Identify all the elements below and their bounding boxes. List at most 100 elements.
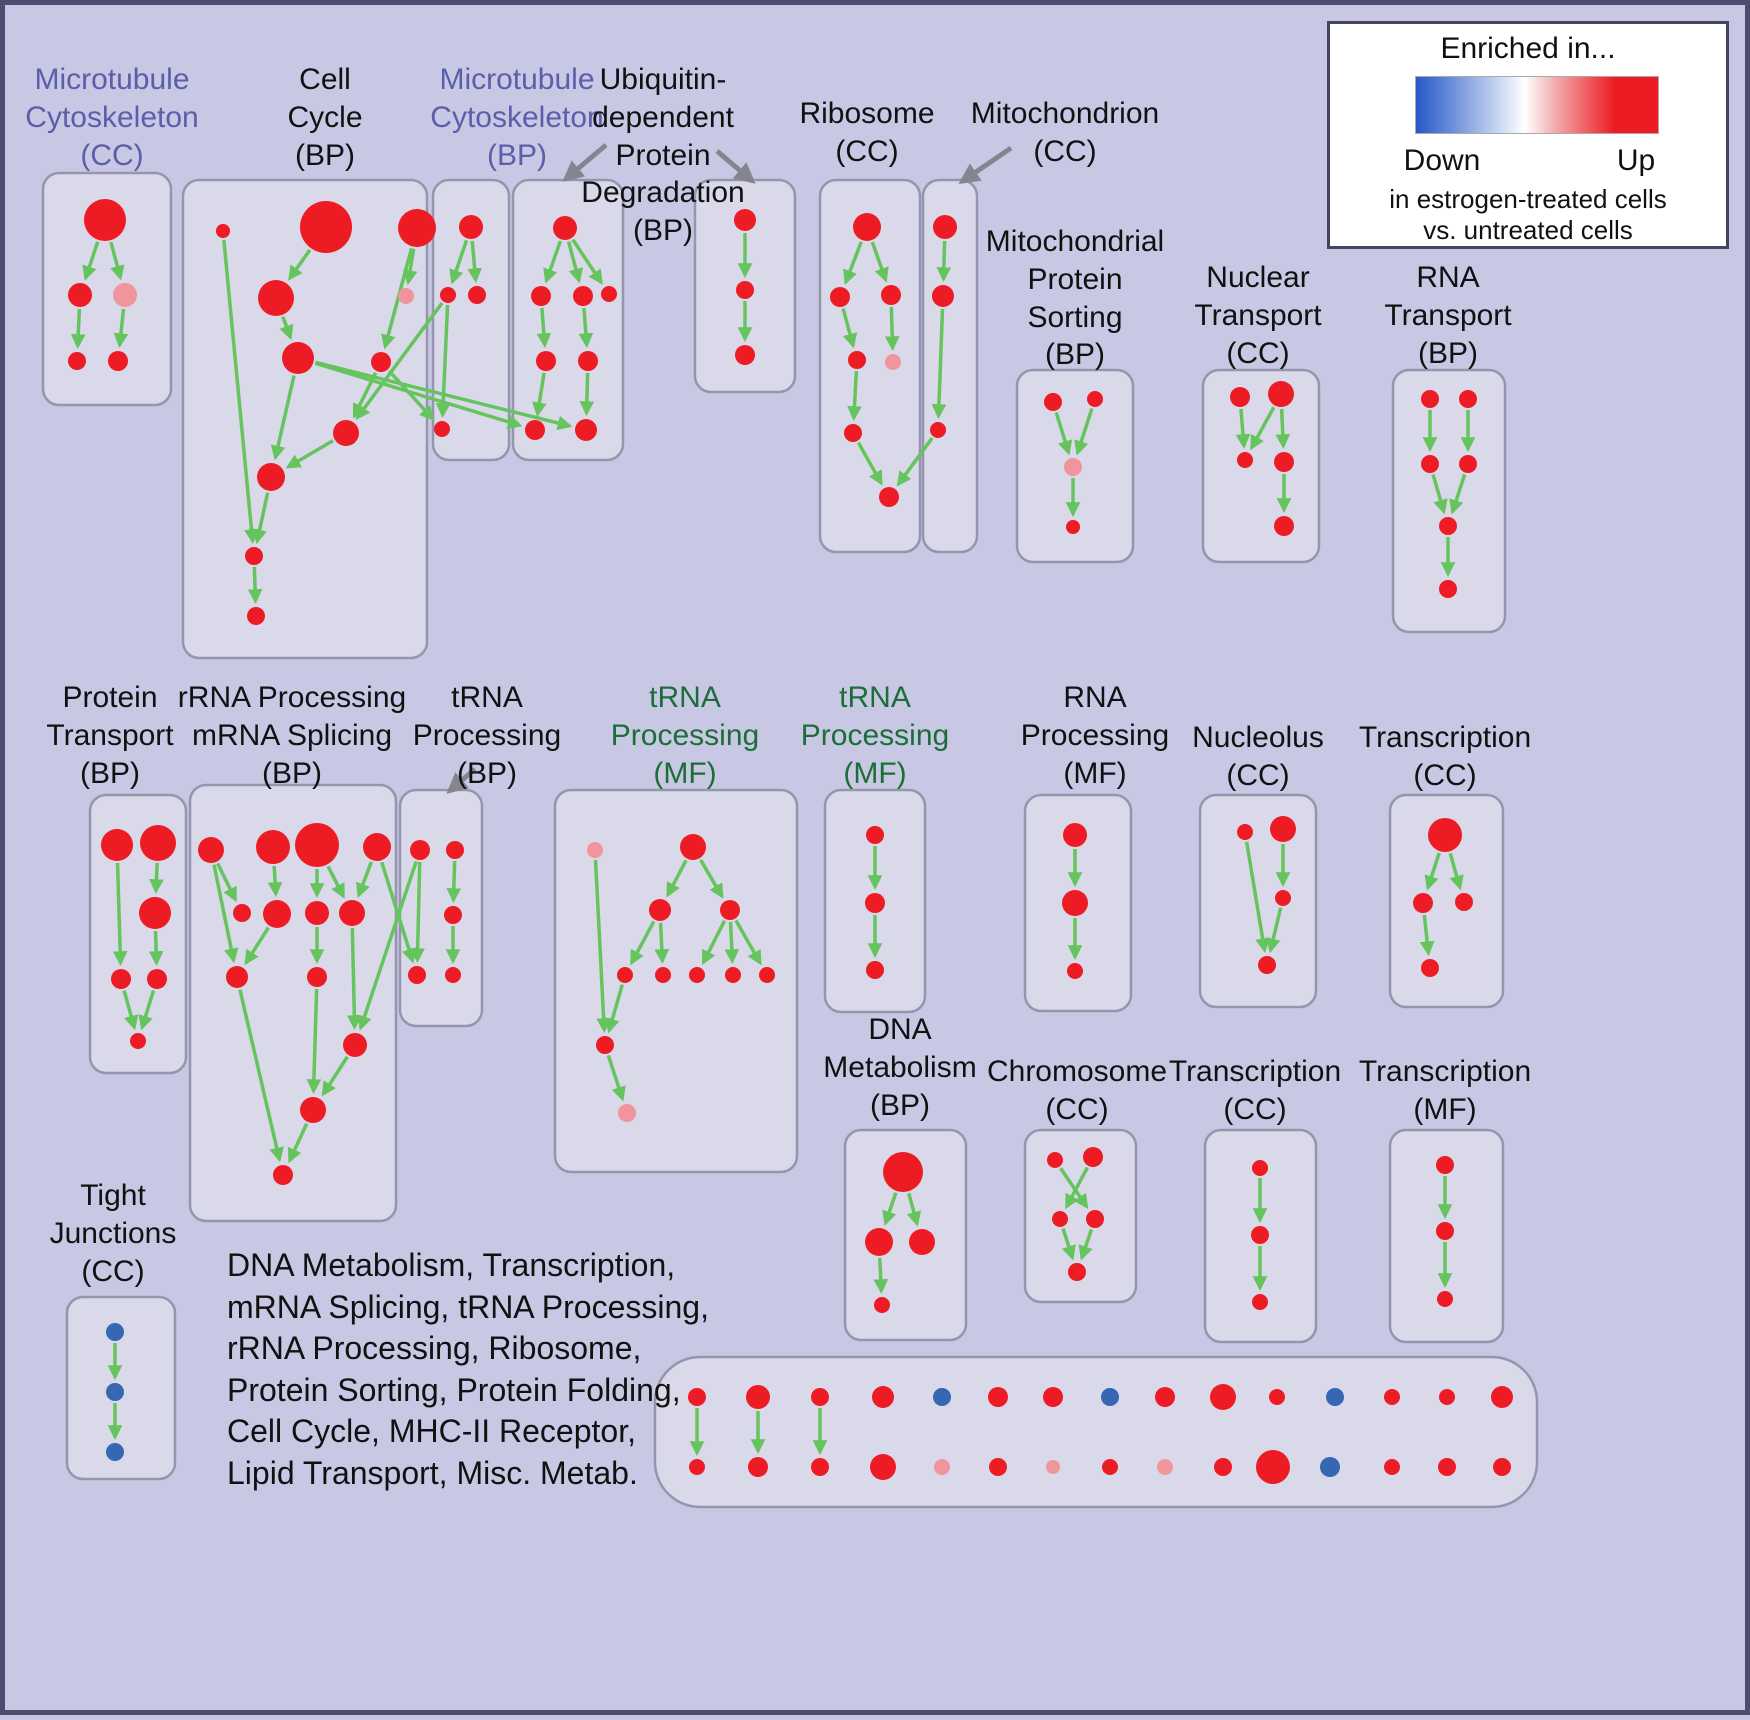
group-label-protein-transport-bp: Protein Transport (BP) bbox=[46, 681, 174, 790]
group-label-nucleolus-cc: Nucleolus (CC) bbox=[1192, 721, 1324, 792]
edge-rrna-processing-mrna-splicing-bp bbox=[306, 988, 322, 1094]
gene-node-ubiquitin-dependent-protein-degradation-bp-2 bbox=[573, 286, 593, 306]
gene-node-transcription-mf-0 bbox=[1436, 1156, 1454, 1174]
group-label-chromosome-cc: Chromosome (CC) bbox=[986, 1055, 1168, 1126]
gene-node-trna-processing-bp-0 bbox=[410, 840, 430, 860]
gene-node-trna-processing-bp-2 bbox=[408, 966, 426, 984]
gene-node-microtubule-cytoskeleton-cc-1 bbox=[68, 283, 92, 307]
gene-node-protein-transport-bp-4 bbox=[147, 969, 167, 989]
gene-node-nucleolus-cc-3 bbox=[1258, 956, 1276, 974]
edge-rrna-processing-mrna-splicing-bp bbox=[346, 927, 362, 1030]
label-pointer-arrow bbox=[715, 149, 756, 184]
group-label-transcription-cc-a: Transcription (CC) bbox=[1358, 721, 1532, 792]
gene-node-nuclear-transport-cc-2 bbox=[1237, 452, 1253, 468]
group-label-trna-processing-mf-large: tRNA Processing (MF) bbox=[610, 681, 760, 790]
edge-rrna-processing-mrna-splicing-bp bbox=[356, 861, 373, 898]
gene-node-ribosome-cc-1 bbox=[830, 287, 850, 307]
edge-ubiquitin-dependent-protein-degradation-bp bbox=[571, 238, 603, 285]
gene-node-trna-processing-mf-large-1 bbox=[680, 834, 706, 860]
cross-edge bbox=[315, 360, 573, 431]
gene-node-trna-processing-mf-large-5 bbox=[655, 967, 671, 983]
group-label-rrna-processing-mrna-splicing-bp: rRNA Processing mRNA Splicing (BP) bbox=[177, 681, 407, 790]
gene-node-cell-cycle-bp-1 bbox=[300, 201, 352, 253]
edge-protein-transport-bp bbox=[148, 930, 164, 966]
group-label-rna-transport-bp: RNA Transport (BP) bbox=[1384, 261, 1512, 370]
group-label-dna-metabolism-bp: DNA Metabolism (BP) bbox=[823, 1013, 977, 1122]
gene-node-mitochondrion-cc-1 bbox=[932, 285, 954, 307]
legend-up-label: Up bbox=[1616, 144, 1656, 177]
gene-node-tight-junctions-cc-2 bbox=[106, 1443, 124, 1461]
gene-node-rna-transport-bp-0 bbox=[1421, 390, 1439, 408]
edge-ubiquitin-dependent-protein-degradation-bp bbox=[536, 307, 552, 348]
edge-microtubule-cytoskeleton-cc bbox=[82, 241, 100, 281]
gene-node-rrna-processing-mrna-splicing-bp-4 bbox=[233, 904, 251, 922]
edge-microtubule-cytoskeleton-bp bbox=[435, 304, 451, 418]
edge-rrna-processing-mrna-splicing-bp bbox=[216, 862, 237, 903]
gene-node-microtubule-cytoskeleton-bp-1 bbox=[440, 287, 456, 303]
gene-node-dna-metabolism-bp-2 bbox=[909, 1229, 935, 1255]
edge-cell-cycle-bp bbox=[252, 492, 270, 545]
edge-trna-processing-bp bbox=[446, 860, 462, 903]
gene-node-nuclear-transport-cc-0 bbox=[1230, 387, 1250, 407]
edge-nuclear-transport-cc bbox=[1250, 406, 1276, 451]
gene-node-protein-transport-bp-0 bbox=[101, 829, 133, 861]
edge-microtubule-cytoskeleton-cc bbox=[113, 308, 129, 349]
edge-microtubule-cytoskeleton-cc bbox=[109, 241, 125, 281]
gene-node-mitochondrial-protein-sorting-bp-1 bbox=[1087, 391, 1103, 407]
edge-ubiquitin-dependent-protein-degradation-bp bbox=[578, 307, 594, 348]
edge-transcription-cc-a bbox=[1424, 852, 1441, 891]
gene-node-trna-processing-mf-large-7 bbox=[725, 967, 741, 983]
gene-node-transcription-mf-2 bbox=[1437, 1291, 1453, 1307]
gene-node-ubiquitin-dependent-protein-degradation-bp-5 bbox=[578, 351, 598, 371]
edge-chromosome-cc bbox=[1065, 1166, 1089, 1210]
legend-subtitle: in estrogen-treated cells vs. untreated … bbox=[1389, 184, 1667, 246]
edge-cell-cycle-bp bbox=[247, 566, 263, 604]
legend-gradient-bar bbox=[1415, 76, 1659, 134]
gene-node-rrna-processing-mrna-splicing-bp-1 bbox=[256, 830, 290, 864]
gene-node-transcription-cc-b-2 bbox=[1252, 1294, 1268, 1310]
edge-trna-processing-mf-large bbox=[630, 920, 656, 966]
gene-node-ribosome-cc-3 bbox=[848, 351, 866, 369]
gene-node-cell-cycle-bp-9 bbox=[245, 547, 263, 565]
edge-rrna-processing-mrna-splicing-bp bbox=[326, 865, 345, 899]
edge-protein-transport-bp bbox=[122, 990, 139, 1031]
gene-node-misc-cluster-strip-4 bbox=[933, 1388, 951, 1406]
gene-node-misc-cluster-strip-18 bbox=[870, 1454, 896, 1480]
group-label-cell-cycle-bp: Cell Cycle (BP) bbox=[287, 63, 363, 172]
edge-chromosome-cc bbox=[1061, 1227, 1076, 1261]
group-label-nuclear-transport-cc: Nuclear Transport (CC) bbox=[1194, 261, 1322, 370]
gene-node-misc-cluster-strip-13 bbox=[1439, 1389, 1455, 1405]
gene-node-trna-processing-bp-4 bbox=[445, 967, 461, 983]
edge-mitochondrial-protein-sorting-bp bbox=[1054, 411, 1073, 456]
gene-node-microtubule-cytoskeleton-cc-2 bbox=[113, 283, 137, 307]
gene-node-tight-junctions-cc-0 bbox=[106, 1323, 124, 1341]
gene-node-transcription-mf-1 bbox=[1436, 1222, 1454, 1240]
gene-node-rrna-processing-mrna-splicing-bp-5 bbox=[263, 900, 291, 928]
gene-node-rrna-processing-mrna-splicing-bp-9 bbox=[307, 967, 327, 987]
edge-trna-processing-mf-large bbox=[606, 1054, 626, 1102]
gene-node-misc-cluster-strip-17 bbox=[811, 1458, 829, 1476]
cross-edge bbox=[314, 361, 523, 429]
gene-node-trna-processing-mf-large-4 bbox=[617, 967, 633, 983]
gene-node-cell-cycle-bp-3 bbox=[258, 280, 294, 316]
gene-node-misc-cluster-strip-0 bbox=[688, 1388, 706, 1406]
edge-nucleolus-cc bbox=[1244, 841, 1270, 954]
gene-node-misc-cluster-strip-15 bbox=[689, 1459, 705, 1475]
gene-node-dna-metabolism-bp-0 bbox=[883, 1152, 923, 1192]
edge-rrna-processing-mrna-splicing-bp bbox=[238, 989, 284, 1163]
gene-node-trna-processing-mf-large-8 bbox=[759, 967, 775, 983]
gene-node-trna-processing-mf-large-10 bbox=[618, 1104, 636, 1122]
edge-rrna-processing-mrna-splicing-bp bbox=[212, 864, 239, 964]
edge-ubiquitin-dependent-protein-degradation-bp bbox=[566, 241, 584, 284]
gene-node-misc-cluster-strip-19 bbox=[934, 1459, 950, 1475]
edge-microtubule-cytoskeleton-bp bbox=[467, 240, 482, 283]
gene-node-rrna-processing-mrna-splicing-bp-7 bbox=[339, 900, 365, 926]
gene-node-cell-cycle-bp-8 bbox=[257, 463, 285, 491]
edge-ribosome-cc bbox=[847, 370, 862, 421]
gene-node-trna-processing-mf-large-2 bbox=[649, 899, 671, 921]
group-box-protein-transport-bp bbox=[88, 793, 188, 1075]
edge-protein-transport-bp bbox=[138, 989, 156, 1031]
gene-node-cell-cycle-bp-0 bbox=[216, 224, 230, 238]
gene-node-ribosome-cc-2 bbox=[881, 285, 901, 305]
gene-node-misc-cluster-strip-1 bbox=[746, 1385, 770, 1409]
